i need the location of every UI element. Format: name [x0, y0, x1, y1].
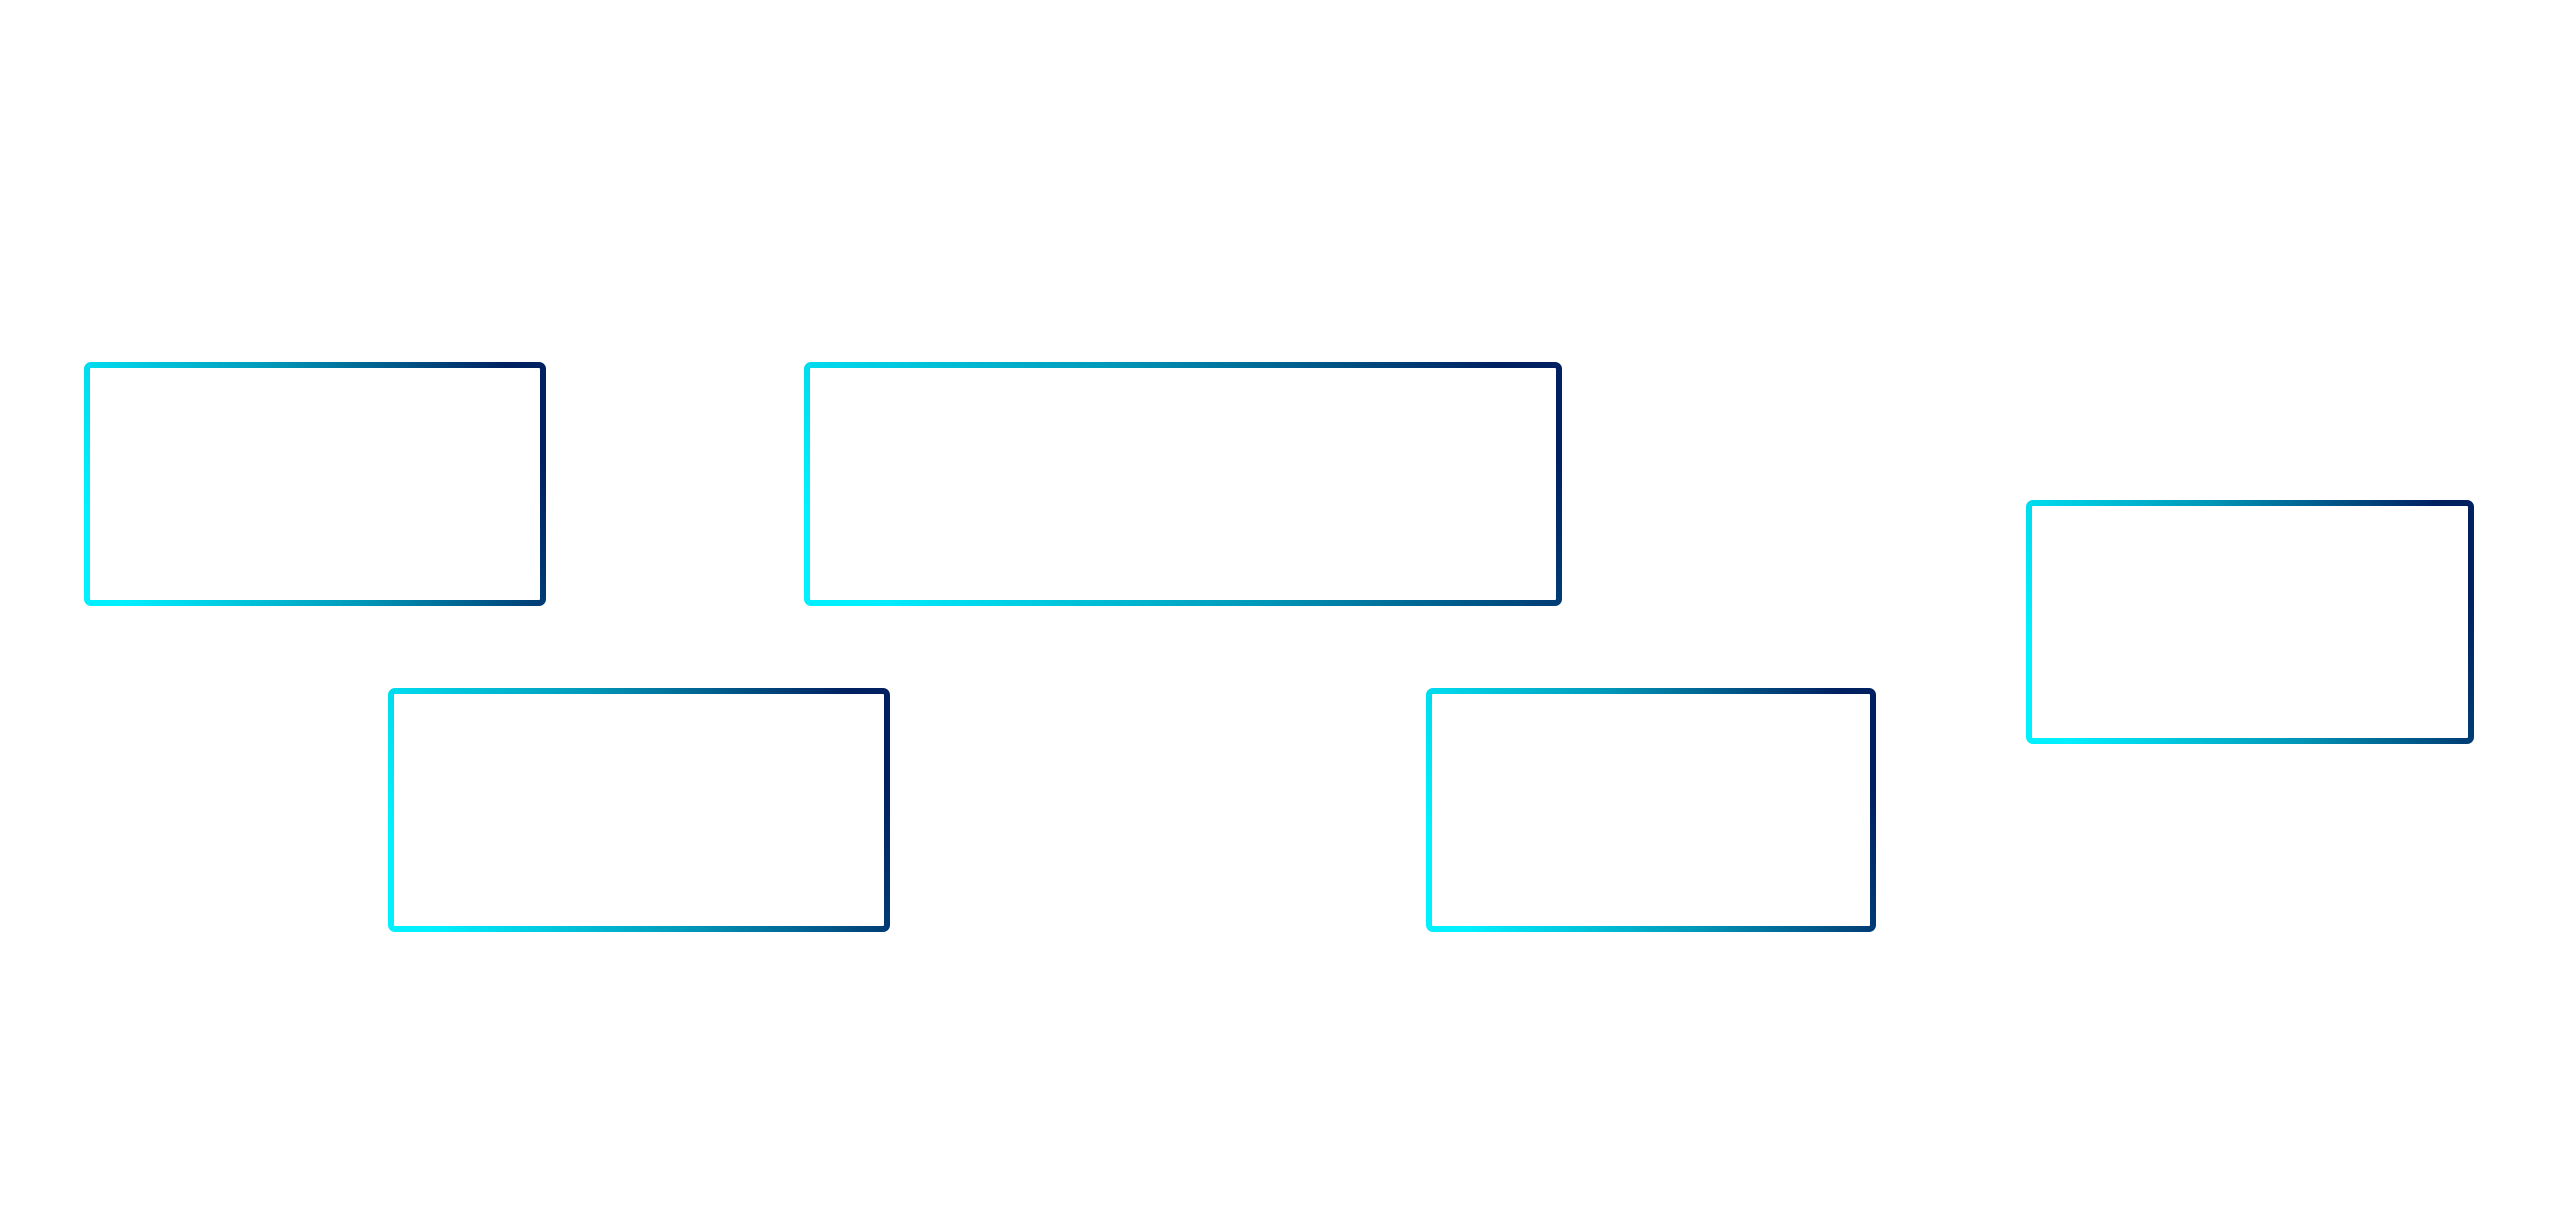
box-outline — [84, 362, 546, 606]
node-box-1[interactable] — [84, 362, 546, 606]
node-box-4[interactable] — [388, 688, 890, 932]
node-box-5[interactable] — [1426, 688, 1876, 932]
box-outline — [2026, 500, 2474, 744]
node-box-2[interactable] — [804, 362, 1562, 606]
box-outline — [388, 688, 890, 932]
node-box-3[interactable] — [2026, 500, 2474, 744]
box-outline — [804, 362, 1562, 606]
box-outline — [1426, 688, 1876, 932]
